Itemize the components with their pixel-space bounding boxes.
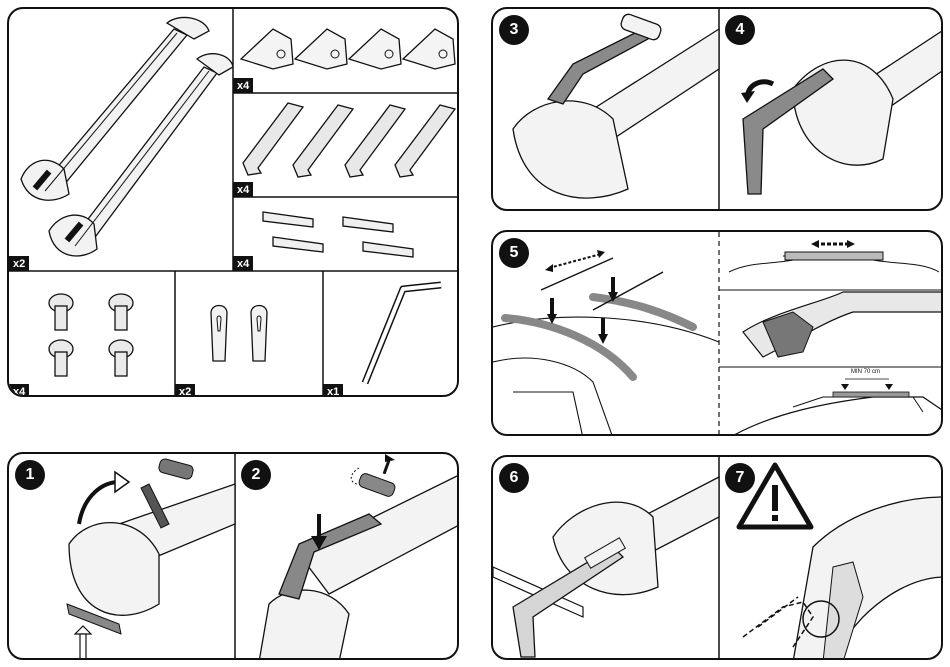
step-3-badge: 3	[499, 15, 529, 45]
bolts-illustration	[9, 271, 175, 397]
end-caps-quantity: x4	[233, 78, 253, 93]
steps-6-7-panel: 6 7	[491, 455, 943, 660]
steps-3-4-illustration	[493, 9, 943, 211]
steps-1-2-illustration	[9, 454, 459, 660]
rotate-arrow-icon	[741, 91, 755, 103]
min-distance-label: MIN 70 cm	[851, 369, 880, 375]
step-2-badge: 2	[241, 460, 271, 490]
step-5-panel: 5 MIN 70 cm	[491, 230, 943, 436]
keys-quantity: x2	[175, 384, 195, 397]
steps-6-7-illustration	[493, 457, 943, 660]
clamps-quantity: x4	[233, 182, 253, 197]
keys-cell: x2	[175, 271, 323, 397]
bars-quantity: x2	[9, 256, 29, 271]
steps-3-4-panel: 3 4	[491, 7, 943, 211]
pads-quantity: x4	[233, 256, 253, 271]
double-arrow-icon	[545, 250, 605, 272]
pads-illustration	[233, 197, 459, 271]
roof-bars-cell: x2	[9, 9, 233, 271]
clamps-illustration	[233, 93, 459, 197]
allen-key-illustration	[323, 271, 459, 397]
allen-key-cell: x1	[323, 271, 459, 397]
parts-panel: x2 x4 x4	[7, 7, 459, 397]
step-4-badge: 4	[725, 15, 755, 45]
keys-illustration	[175, 271, 323, 397]
end-caps-cell: x4	[233, 9, 459, 93]
step-1-badge: 1	[15, 460, 45, 490]
step-7-badge: 7	[725, 463, 755, 493]
steps-1-2-panel: 1 2	[7, 452, 459, 660]
roof-bars-illustration	[9, 9, 233, 271]
bolts-quantity: x4	[9, 384, 29, 397]
clamps-cell: x4	[233, 93, 459, 197]
end-caps-illustration	[233, 9, 459, 93]
allen-key-quantity: x1	[323, 384, 343, 397]
step-5-illustration	[493, 232, 943, 436]
step-5-badge: 5	[499, 238, 529, 268]
pads-cell: x4	[233, 197, 459, 271]
bolts-cell: x4	[9, 271, 175, 397]
step-6-badge: 6	[499, 463, 529, 493]
